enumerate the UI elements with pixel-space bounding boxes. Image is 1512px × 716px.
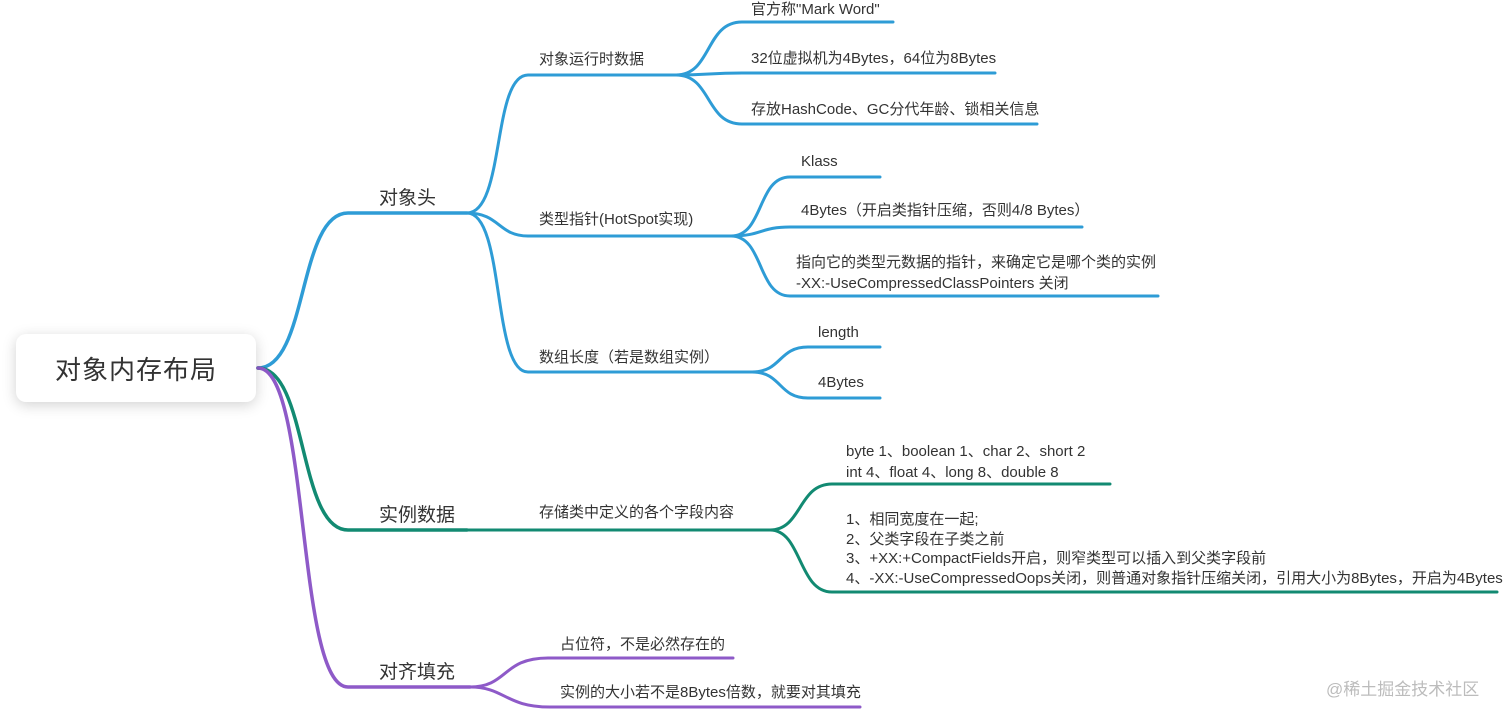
edge-typeptr-klass: [729, 175, 882, 238]
node-object-header: 对象头: [379, 188, 437, 209]
node-length-size: 4Bytes: [818, 374, 864, 391]
edge-typeptr-ptrdesc: [729, 234, 1160, 298]
node-array-length: 数组长度（若是数组实例）: [539, 349, 720, 366]
edge-header-runtime: [465, 73, 678, 215]
node-runtime-data: 对象运行时数据: [539, 51, 645, 68]
node-vm-bits: 32位虚拟机为4Bytes，64位为8Bytes: [751, 50, 997, 67]
edge-root-instance: [256, 366, 469, 532]
node-storage: 存储类中定义的各个字段内容: [539, 504, 735, 521]
node-field-rules-line3: 3、+XX:+CompactFields开启，则窄类型可以插入到父类字段前: [846, 550, 1267, 567]
node-padding-rule: 实例的大小若不是8Bytes倍数，就要对其填充: [560, 684, 861, 701]
node-primitive-sizes-line2: int 4、float 4、long 8、double 8: [846, 464, 1059, 481]
edge-arraylen-lensize: [750, 370, 882, 400]
edge-runtime-markword: [674, 20, 895, 77]
node-field-rules: 1、相同宽度在一起; 2、父类字段在子类之前 3、+XX:+CompactFie…: [846, 510, 1503, 588]
root-node: 对象内存布局: [16, 334, 256, 402]
node-field-rules-line4: 4、-XX:-UseCompressedOops关闭，则普通对象指针压缩关闭，引…: [846, 569, 1503, 587]
node-field-rules-line1: 1、相同宽度在一起;: [846, 511, 979, 528]
edge-header-arraylen: [465, 211, 754, 374]
edge-header-typeptr: [465, 211, 733, 238]
node-pointer-size: 4Bytes（开启类指针压缩，否则4/8 Bytes）: [801, 202, 1090, 219]
edge-arraylen-length: [750, 345, 882, 374]
edge-typeptr-ptrsize: [729, 225, 1084, 238]
node-pointer-desc: 指向它的类型元数据的指针，来确定它是哪个类的实例 -XX:-UseCompres…: [796, 252, 1156, 294]
node-hashcode-info: 存放HashCode、GC分代年龄、锁相关信息: [751, 101, 1040, 118]
edge-padding-padrule: [468, 685, 862, 709]
node-markword: 官方称"Mark Word": [751, 1, 880, 18]
node-length: length: [818, 324, 859, 341]
node-instance-data: 实例数据: [379, 505, 456, 526]
node-klass: Klass: [801, 153, 838, 170]
edge-root-padding: [256, 366, 472, 689]
node-primitive-sizes: byte 1、boolean 1、char 2、short 2 int 4、fl…: [846, 441, 1085, 483]
node-field-rules-line2: 2、父类字段在子类之前: [846, 530, 1005, 548]
node-primitive-sizes-line1: byte 1、boolean 1、char 2、short 2: [846, 443, 1086, 460]
root-node-label: 对象内存布局: [54, 354, 217, 385]
edge-runtime-vmbits: [674, 71, 997, 77]
node-align-padding: 对齐填充: [379, 662, 456, 683]
node-type-pointer: 类型指针(HotSpot实现): [539, 211, 694, 228]
edge-root-header: [256, 211, 469, 370]
node-placeholder: 占位符，不是必然存在的: [560, 636, 726, 653]
edge-runtime-hashcode: [674, 73, 1039, 126]
node-pointer-desc-line1: 指向它的类型元数据的指针，来确定它是哪个类的实例: [796, 254, 1157, 271]
watermark: @稀土掘金技术社区: [1326, 680, 1480, 699]
edge-storage-rules: [768, 528, 1499, 594]
edge-padding-placeholder: [468, 656, 735, 689]
edge-storage-primitives: [768, 482, 1112, 532]
node-pointer-desc-line2: -XX:-UseCompressedClassPointers 关闭: [796, 275, 1069, 292]
